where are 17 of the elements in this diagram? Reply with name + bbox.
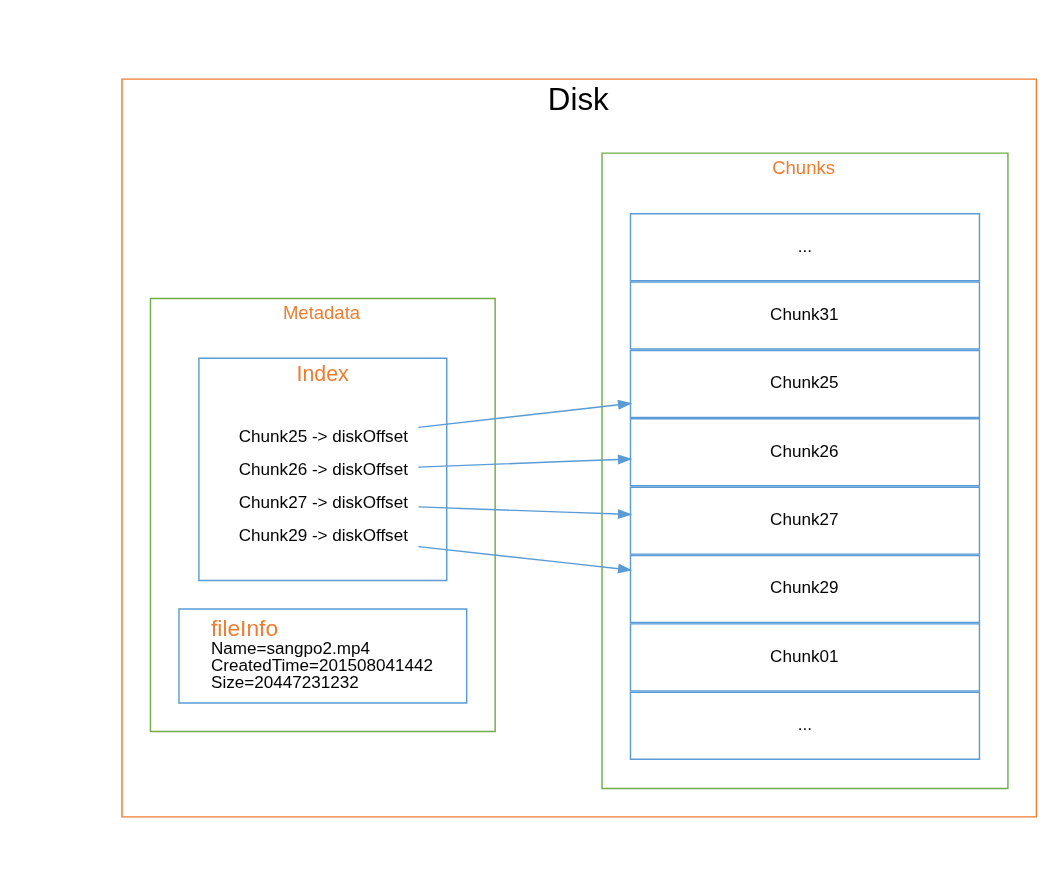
node-box: Chunk29 [629, 554, 981, 624]
node-text: Chunk29 -> diskOffset [238, 525, 408, 545]
node-box: Chunk31 [629, 281, 981, 350]
arrow [417, 454, 633, 468]
node-box: ... [629, 691, 981, 760]
arrow [417, 399, 633, 429]
node-box: Chunk27 [629, 486, 981, 555]
node-text: Chunk27 -> diskOffset [238, 492, 408, 512]
node-box: fileInfo Name=sangpo2.mp4 CreatedTime=201508041442 Size=20447231232 [178, 608, 468, 704]
node-text: Chunk25 -> diskOffset [238, 427, 408, 447]
node-box: Chunk01 [629, 623, 981, 692]
node-box: ... [629, 213, 981, 282]
arrow [417, 506, 633, 519]
arrow [417, 545, 633, 574]
node-text: Chunk26 -> diskOffset [238, 460, 408, 480]
node-box: Chunk26 [629, 418, 981, 487]
node-box: Chunk25 [629, 349, 981, 419]
